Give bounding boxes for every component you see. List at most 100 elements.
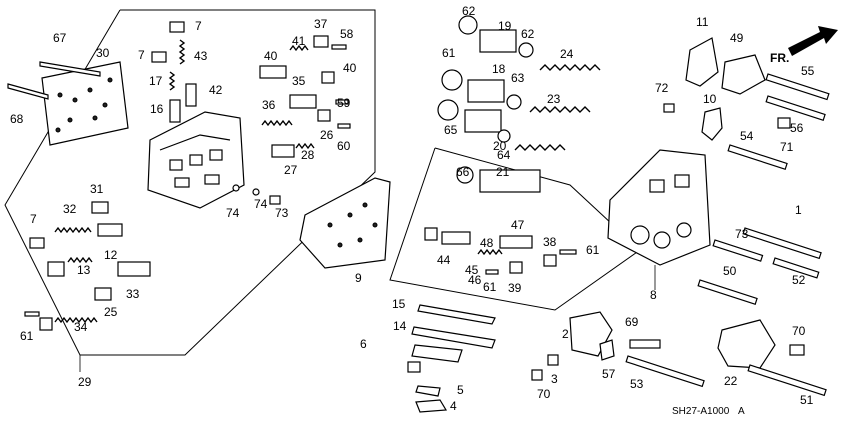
bracket-10: [701, 107, 723, 141]
callout-9: 9: [355, 271, 362, 285]
pin-61-bottom: [24, 311, 40, 317]
callout-73: 73: [275, 206, 289, 220]
o-ring-66: [506, 94, 522, 110]
callout-22: 22: [724, 374, 738, 388]
spring-43: [289, 44, 309, 52]
callout-29: 29: [78, 375, 92, 389]
callout-32: 32: [63, 202, 77, 216]
callout-13: 13: [77, 263, 91, 277]
plate-4: [415, 399, 448, 413]
valve-17: [169, 99, 181, 123]
callout-74: 74: [254, 197, 268, 211]
callout-47: 47: [511, 218, 525, 232]
callout-27: 27: [284, 163, 298, 177]
callout-71: 71: [780, 140, 794, 154]
plug-27: [317, 109, 331, 122]
pin-61-mid: [335, 99, 349, 105]
plug-40-b: [509, 261, 523, 274]
callout-12: 12: [104, 248, 118, 262]
bolt-74-left: [269, 195, 281, 205]
front-direction-arrow: FR.: [770, 26, 838, 65]
o-ring-68: [437, 99, 459, 121]
callout-8: 8: [650, 288, 657, 302]
pin-48: [485, 269, 499, 275]
callout-20: 20: [493, 139, 507, 153]
cap-7-middle: [151, 51, 167, 63]
o-ring-69: [456, 166, 474, 184]
accumulator-51: [721, 54, 766, 95]
callout-73: 73: [735, 227, 749, 241]
valve-28: [271, 144, 295, 158]
callout-61: 61: [586, 243, 600, 257]
front-direction-label: FR.: [770, 51, 789, 65]
plug-14: [47, 261, 65, 277]
callout-3: 3: [551, 372, 558, 386]
dowel-pin-70-upper: [39, 61, 101, 77]
callout-69: 69: [625, 315, 639, 329]
sleeve-20: [479, 29, 517, 53]
plug-47: [424, 227, 438, 241]
callout-40: 40: [343, 61, 357, 75]
ball-76-b: [252, 188, 260, 196]
callout-61: 61: [442, 46, 456, 60]
o-ring-67: [497, 129, 511, 143]
cap-7-lower: [29, 237, 45, 249]
callout-58: 58: [340, 27, 354, 41]
pin-62-a: [559, 249, 577, 255]
callout-33: 33: [126, 287, 140, 301]
separator-plate-31: [41, 61, 129, 146]
valve-34: [117, 261, 151, 277]
callout-70: 70: [537, 387, 551, 401]
callout-18: 18: [492, 62, 506, 76]
ball-76-a: [232, 184, 240, 192]
cap-7-top: [169, 21, 185, 33]
gasket-15: [411, 326, 496, 349]
callout-31: 31: [90, 182, 104, 196]
callout-67: 67: [53, 31, 67, 45]
callout-6: 6: [360, 337, 367, 351]
sleeve-21: [464, 109, 502, 133]
callout-61: 61: [20, 329, 34, 343]
dowel-pin-70-lower: [7, 83, 49, 100]
bolt-73-lower: [789, 344, 805, 356]
spring-29: [295, 142, 315, 150]
callout-labels: 1234567778910111213141516171819202122232…: [10, 4, 815, 413]
spring-33: [54, 226, 92, 234]
callout-37: 37: [314, 17, 328, 31]
sleeve-19: [467, 79, 505, 103]
callout-7: 7: [195, 19, 202, 33]
callout-59: 59: [337, 96, 351, 110]
callout-51: 51: [800, 393, 814, 407]
callout-68: 68: [10, 112, 24, 126]
callout-14: 14: [393, 319, 407, 333]
callout-1: 1: [795, 203, 802, 217]
spring-22: [514, 144, 566, 151]
callout-11: 11: [696, 15, 709, 29]
callout-19: 19: [498, 19, 512, 33]
callout-21: 21: [496, 165, 510, 179]
main-valve-body: [607, 149, 711, 290]
callout-25: 25: [104, 305, 118, 319]
valve-46: [441, 231, 471, 245]
callout-56: 56: [790, 121, 804, 135]
callout-24: 24: [560, 47, 574, 61]
callout-38: 38: [543, 235, 557, 249]
secondary-valve-body: [147, 111, 245, 209]
callout-36: 36: [262, 98, 276, 112]
plug-40-a: [543, 254, 557, 267]
nut-72: [531, 369, 543, 381]
middle-group-frame: [389, 147, 641, 311]
bolt-74-right: [663, 103, 675, 113]
callout-30: 30: [96, 46, 110, 60]
lever-6: [411, 344, 463, 363]
callout-2: 2: [562, 327, 569, 341]
callout-16: 16: [150, 102, 164, 116]
callout-28: 28: [301, 148, 315, 162]
bolt-58: [765, 73, 830, 101]
bolt-1: [742, 227, 822, 260]
spring-25: [539, 64, 601, 71]
pin-61-top: [331, 44, 347, 50]
bolt-3: [547, 354, 559, 366]
callout-44: 44: [437, 253, 451, 267]
